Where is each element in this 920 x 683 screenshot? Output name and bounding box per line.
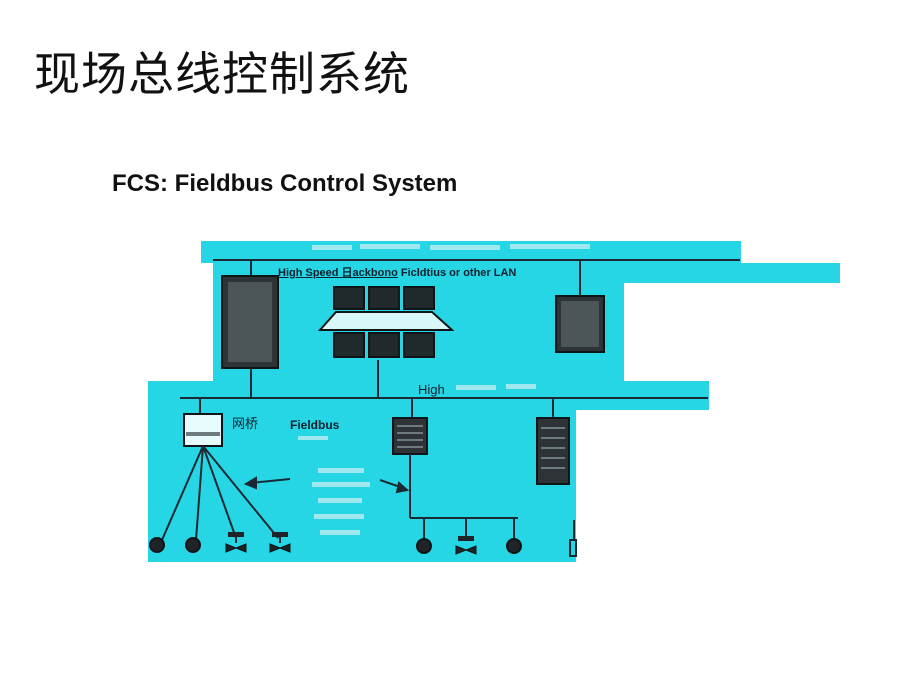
- operator-workstation: [317, 286, 455, 398]
- high-label: High: [418, 382, 445, 397]
- slide-subtitle: FCS: Fieldbus Control System: [112, 170, 458, 197]
- slide-title: 现场总线控制系统: [34, 47, 410, 101]
- backbone-label-rest: Ficldtius or other LAN: [397, 267, 517, 279]
- faded-middle-text: [312, 468, 370, 535]
- right-arrow: [379, 479, 410, 494]
- fieldbus-label: Fieldbus: [290, 418, 340, 432]
- left-controller-cabinet: [221, 260, 279, 398]
- faded-fieldbus-sub: [298, 436, 328, 440]
- backbone-label-underlined: High Speed 日ackbono: [278, 267, 398, 279]
- bridge-device: [183, 398, 223, 447]
- right-controller-cabinet: [555, 260, 605, 353]
- faded-high-strip: [456, 384, 536, 390]
- bridge-fanout-lines: [161, 445, 279, 541]
- bridge-label: 网桥: [232, 417, 259, 432]
- lower-right-cabinet: [536, 398, 577, 557]
- bridge-field-devices: [149, 532, 291, 553]
- backbone-label: High Speed 日ackbono Ficldtius or other L…: [278, 264, 516, 280]
- fieldbus-interface-unit: [392, 398, 428, 518]
- left-arrow: [243, 476, 291, 490]
- fieldbus-segment: [410, 517, 522, 555]
- faded-text-strip: [312, 244, 590, 250]
